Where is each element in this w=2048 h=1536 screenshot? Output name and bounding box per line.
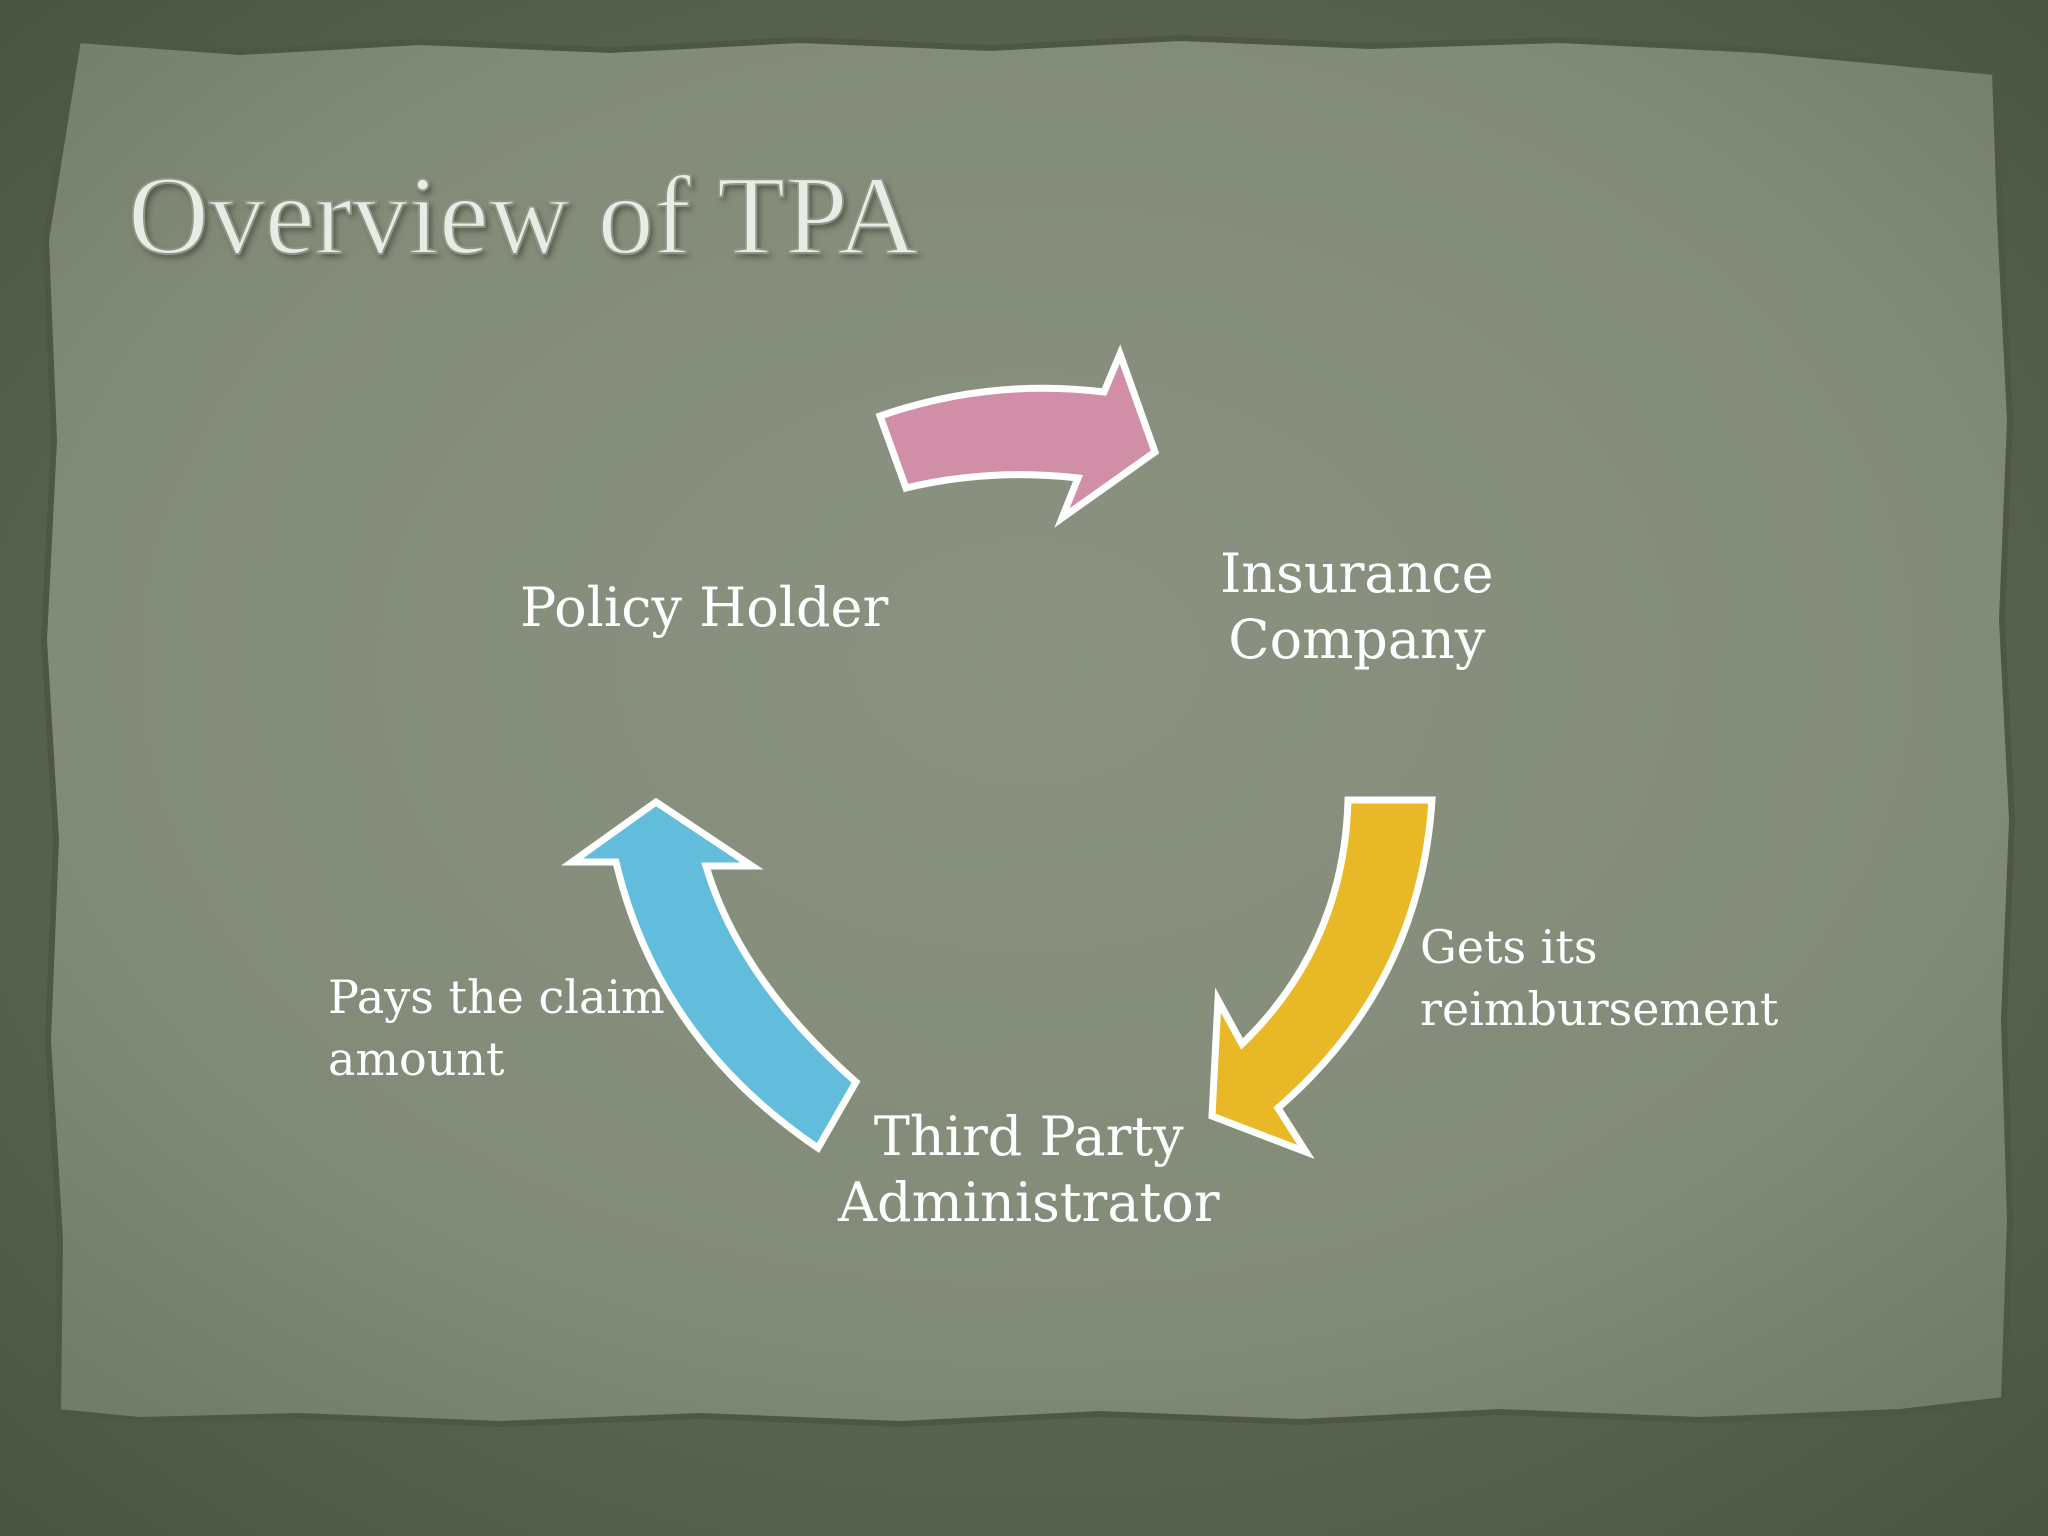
slide-title: Overview of TPA (127, 154, 919, 278)
arrow-insurer-to-tpa (1208, 796, 1436, 1160)
edge-label-reimbursement-line-1: Gets its (1420, 920, 1598, 974)
node-policy-holder: Policy Holder (520, 575, 888, 641)
edge-label-pays-claim-line-2: amount (328, 1032, 505, 1086)
edge-label-pays-claim-line-1: Pays the claim (328, 970, 665, 1024)
node-third-party-administrator: Third Party Administrator (838, 1104, 1220, 1236)
node-policy-holder-label: Policy Holder (520, 576, 889, 639)
edge-label-reimbursement-line-2: reimbursement (1420, 982, 1779, 1036)
node-tpa-line-2: Administrator (838, 1171, 1220, 1234)
edge-label-pays-claim: Pays the claim amount (328, 966, 665, 1090)
node-insurance-company: Insurance Company (1220, 541, 1494, 673)
node-tpa-line-1: Third Party (873, 1105, 1184, 1168)
edge-label-reimbursement: Gets its reimbursement (1420, 916, 1778, 1040)
node-insurance-company-line-1: Insurance (1220, 542, 1494, 605)
arrow-tpa-to-policy (561, 797, 861, 1154)
node-insurance-company-line-2: Company (1228, 608, 1486, 671)
arrow-policy-to-insurer (875, 344, 1160, 528)
